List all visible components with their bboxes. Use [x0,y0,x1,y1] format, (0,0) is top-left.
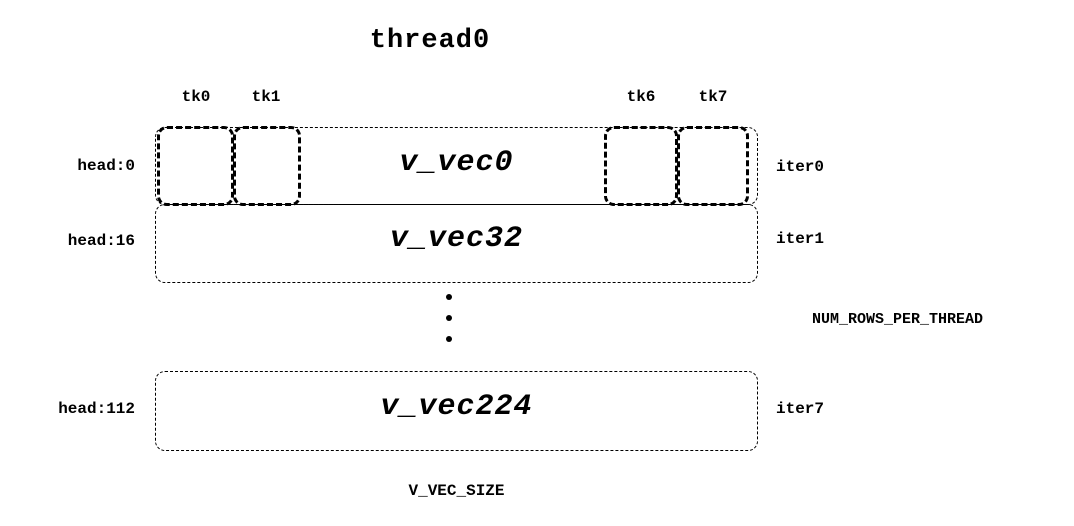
num-rows-per-thread-label: NUM_ROWS_PER_THREAD [812,311,984,328]
tk6-cell [604,126,678,206]
iter7-row-box [155,371,758,451]
vec-label-iter0: v_vec0 [399,146,514,180]
vec-label-iter7: v_vec224 [380,390,533,424]
tk1-cell [233,126,301,206]
iter1-label: iter1 [776,230,825,248]
ellipsis-dot [446,294,452,300]
tk0-cell [157,126,234,206]
iter1-row-box [155,204,758,283]
ellipsis-dot [446,336,452,342]
diagram-title: thread0 [369,26,491,56]
iter7-label: iter7 [776,400,825,418]
tk7-cell [677,126,749,206]
tk0-label: tk0 [181,88,211,106]
vec-label-iter1: v_vec32 [389,222,524,256]
iter0-label: iter0 [776,158,825,176]
head-label-iter7: head:112 [58,400,135,418]
tk6-label: tk6 [626,88,656,106]
tk1-label: tk1 [251,88,281,106]
v-vec-size-label: V_VEC_SIZE [408,482,505,500]
tk7-label: tk7 [698,88,728,106]
vertical-ellipsis-icon [444,294,454,342]
ellipsis-dot [446,315,452,321]
head-label-iter1: head:16 [67,232,135,250]
head-label-iter0: head:0 [77,157,135,175]
